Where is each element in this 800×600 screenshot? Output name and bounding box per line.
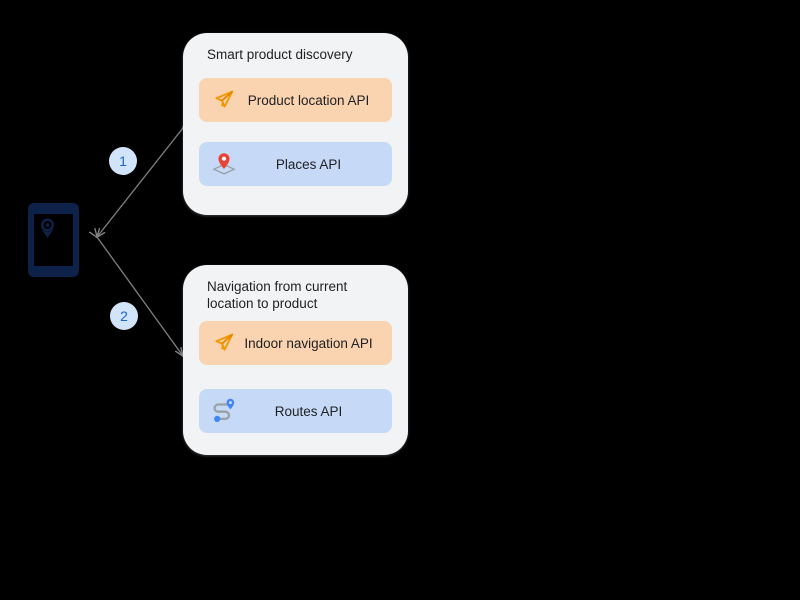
api-pill-label: Product location API bbox=[247, 92, 370, 108]
navigation-arrow-icon bbox=[209, 85, 239, 115]
api-pill-label: Indoor navigation API bbox=[244, 335, 373, 351]
connector-step-1 bbox=[97, 128, 183, 237]
card-navigation-to-product: Navigation from current location to prod… bbox=[183, 265, 408, 455]
map-pin-icon bbox=[209, 149, 239, 179]
route-path-icon bbox=[209, 396, 239, 426]
location-target-icon bbox=[41, 218, 54, 238]
mobile-phone-icon bbox=[26, 202, 81, 278]
api-pill-indoor-navigation[interactable]: Indoor navigation API bbox=[199, 321, 392, 365]
card-smart-product-discovery: Smart product discovery Product location… bbox=[183, 33, 408, 215]
api-pill-label: Routes API bbox=[274, 403, 343, 419]
step-badge-2: 2 bbox=[110, 302, 138, 330]
connector-step-2 bbox=[97, 237, 183, 356]
card-title: Navigation from current location to prod… bbox=[207, 279, 348, 311]
navigation-arrow-icon bbox=[209, 328, 239, 358]
card-title: Smart product discovery bbox=[207, 47, 353, 62]
api-pill-label: Places API bbox=[275, 156, 342, 172]
api-pill-places[interactable]: Places API bbox=[199, 142, 392, 186]
api-pill-routes[interactable]: Routes API bbox=[199, 389, 392, 433]
api-pill-product-location[interactable]: Product location API bbox=[199, 78, 392, 122]
step-badge-1: 1 bbox=[109, 147, 137, 175]
